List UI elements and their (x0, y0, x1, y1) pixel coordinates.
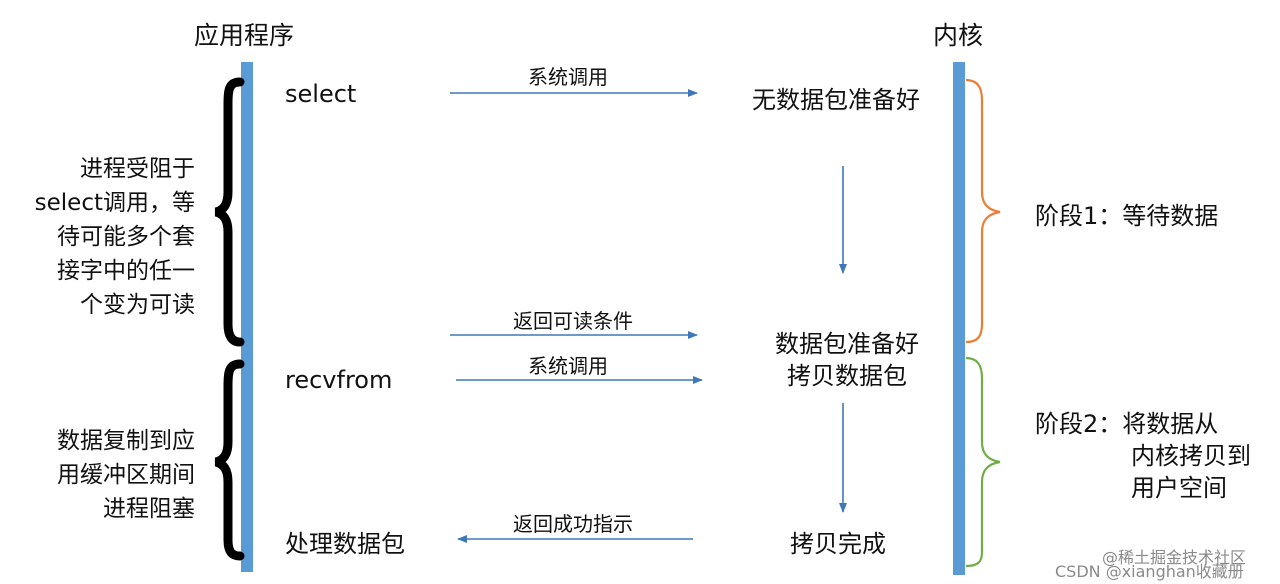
copy-note-line: 用缓冲区期间 (57, 462, 195, 488)
blocked-note-line: 待可能多个套 (57, 224, 195, 250)
copy-complete: 拷贝完成 (790, 530, 886, 558)
syscall-label-1: 系统调用 (528, 65, 608, 89)
readable-label: 返回可读条件 (513, 309, 633, 333)
data-ready: 数据包准备好 (775, 330, 919, 358)
app-header: 应用程序 (194, 21, 295, 50)
copy-packet: 拷贝数据包 (787, 362, 907, 390)
blocked-brace (214, 77, 245, 347)
recvfrom-call: recvfrom (285, 366, 393, 394)
kernel-timeline (953, 62, 965, 575)
phase1-brace (965, 78, 1001, 344)
blocked-note-line: 个变为可读 (80, 292, 195, 318)
copy-note-line: 进程阻塞 (103, 496, 195, 522)
syscall-label-2: 系统调用 (528, 354, 608, 378)
phase1-label: 阶段1：等待数据 (1035, 202, 1219, 230)
copy-note: 数据复制到应 用缓冲区期间 进程阻塞 (10, 424, 195, 526)
success-label: 返回成功指示 (513, 512, 633, 536)
phase2-label: 阶段2：将数据从 内核拷贝到 用户空间 (1035, 408, 1251, 504)
blocked-note: 进程受阻于 select调用，等 待可能多个套 接字中的任一 个变为可读 (10, 152, 195, 322)
blocked-note-line: select调用，等 (34, 190, 195, 216)
no-data-ready: 无数据包准备好 (752, 86, 920, 114)
kernel-header: 内核 (933, 21, 984, 50)
app-timeline (241, 62, 253, 572)
process-packet: 处理数据包 (285, 530, 405, 558)
watermark-overlay: @稀土掘金技术社区 (1102, 548, 1247, 567)
phase2-brace (965, 356, 1001, 568)
copy-brace (214, 359, 245, 561)
blocked-note-line: 进程受阻于 (80, 156, 195, 182)
watermark: CSDN @xianghan收藏册 (1055, 562, 1244, 581)
phase2-line: 内核拷贝到 (1131, 442, 1251, 470)
phase2-line: 阶段2：将数据从 (1035, 410, 1219, 438)
blocked-note-line: 接字中的任一 (57, 258, 195, 284)
copy-note-line: 数据复制到应 (57, 428, 195, 454)
phase2-line: 用户空间 (1131, 474, 1227, 502)
select-call: select (285, 80, 357, 108)
